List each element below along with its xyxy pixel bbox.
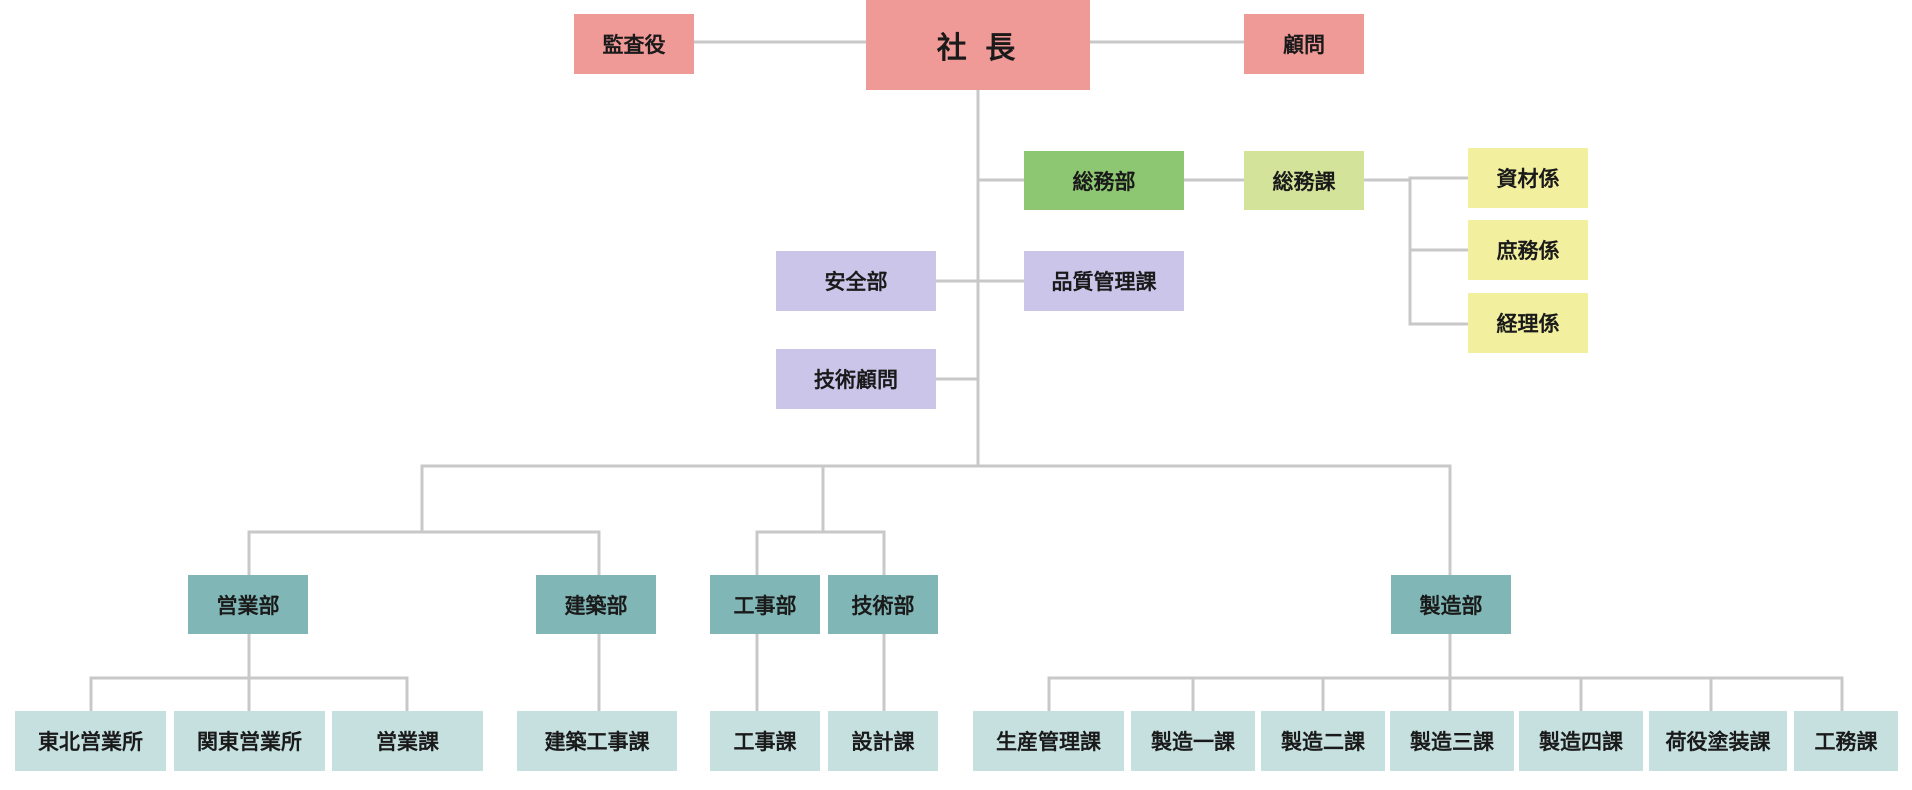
manufacturing-1-section-box: 製造一課 <box>1131 711 1255 771</box>
safety-dept-box: 安全部 <box>776 251 936 311</box>
general-affairs-dept-label: 総務部 <box>1072 169 1136 194</box>
manufacturing-2-section-label: 製造二課 <box>1281 730 1365 754</box>
auditor-label: 監査役 <box>602 33 666 57</box>
general-affairs-dept-box: 総務部 <box>1024 151 1184 210</box>
engineering-dept-label: 技術部 <box>851 593 915 618</box>
sales-dept-box: 営業部 <box>188 575 308 634</box>
materials-unit-box: 資材係 <box>1468 148 1588 208</box>
ceo-box: 社 長 <box>866 0 1090 90</box>
technical-advisor-label: 技術顧問 <box>814 368 898 392</box>
general-affairs-section-box: 総務課 <box>1244 151 1364 210</box>
accounting-unit-box: 経理係 <box>1468 293 1588 353</box>
manufacturing-1-section-label: 製造一課 <box>1151 730 1235 754</box>
production-control-section-label: 生産管理課 <box>996 730 1101 754</box>
painting-section-box: 荷役塗装課 <box>1649 711 1787 771</box>
tohoku-office-label: 東北営業所 <box>38 730 143 754</box>
building-construction-section-label: 建築工事課 <box>544 730 650 754</box>
manufacturing-dept-label: 製造部 <box>1419 593 1483 618</box>
technical-advisor-box: 技術顧問 <box>776 349 936 409</box>
sales-dept-label: 営業部 <box>216 593 280 618</box>
auditor-box: 監査役 <box>574 14 694 74</box>
engineering-dept-box: 技術部 <box>828 575 938 634</box>
tohoku-office-box: 東北営業所 <box>15 711 166 771</box>
architecture-dept-box: 建築部 <box>536 575 656 634</box>
general-affairs-section-label: 総務課 <box>1272 169 1336 194</box>
accounting-unit-label: 経理係 <box>1496 312 1560 336</box>
manufacturing-dept-box: 製造部 <box>1391 575 1511 634</box>
works-section-box: 工務課 <box>1794 711 1898 771</box>
works-section-label: 工務課 <box>1814 730 1878 754</box>
kanto-office-box: 関東営業所 <box>174 711 325 771</box>
materials-unit-label: 資材係 <box>1496 167 1560 191</box>
ceo-label: 社 長 <box>936 31 1020 66</box>
production-control-section-box: 生産管理課 <box>973 711 1124 771</box>
design-section-box: 設計課 <box>828 711 938 771</box>
painting-section-label: 荷役塗装課 <box>1665 730 1771 754</box>
construction-dept-box: 工事部 <box>710 575 820 634</box>
manufacturing-4-section-label: 製造四課 <box>1539 730 1623 754</box>
quality-section-label: 品質管理課 <box>1051 270 1157 294</box>
design-section-label: 設計課 <box>851 730 915 754</box>
manufacturing-3-section-label: 製造三課 <box>1410 730 1494 754</box>
architecture-dept-label: 建築部 <box>564 593 628 618</box>
building-construction-section-box: 建築工事課 <box>517 711 677 771</box>
manufacturing-3-section-box: 製造三課 <box>1390 711 1514 771</box>
construction-section-box: 工事課 <box>710 711 820 771</box>
manufacturing-2-section-box: 製造二課 <box>1261 711 1385 771</box>
quality-section-box: 品質管理課 <box>1024 251 1184 311</box>
safety-dept-label: 安全部 <box>824 270 888 294</box>
sales-section-box: 営業課 <box>332 711 483 771</box>
sales-section-label: 営業課 <box>376 730 439 754</box>
manufacturing-4-section-box: 製造四課 <box>1519 711 1643 771</box>
construction-dept-label: 工事部 <box>733 593 797 618</box>
clerical-unit-box: 庶務係 <box>1468 220 1588 280</box>
kanto-office-label: 関東営業所 <box>197 730 302 754</box>
advisor-label: 顧問 <box>1283 33 1325 57</box>
construction-section-label: 工事課 <box>733 730 797 754</box>
advisor-box: 顧問 <box>1244 14 1364 74</box>
clerical-unit-label: 庶務係 <box>1496 239 1560 263</box>
